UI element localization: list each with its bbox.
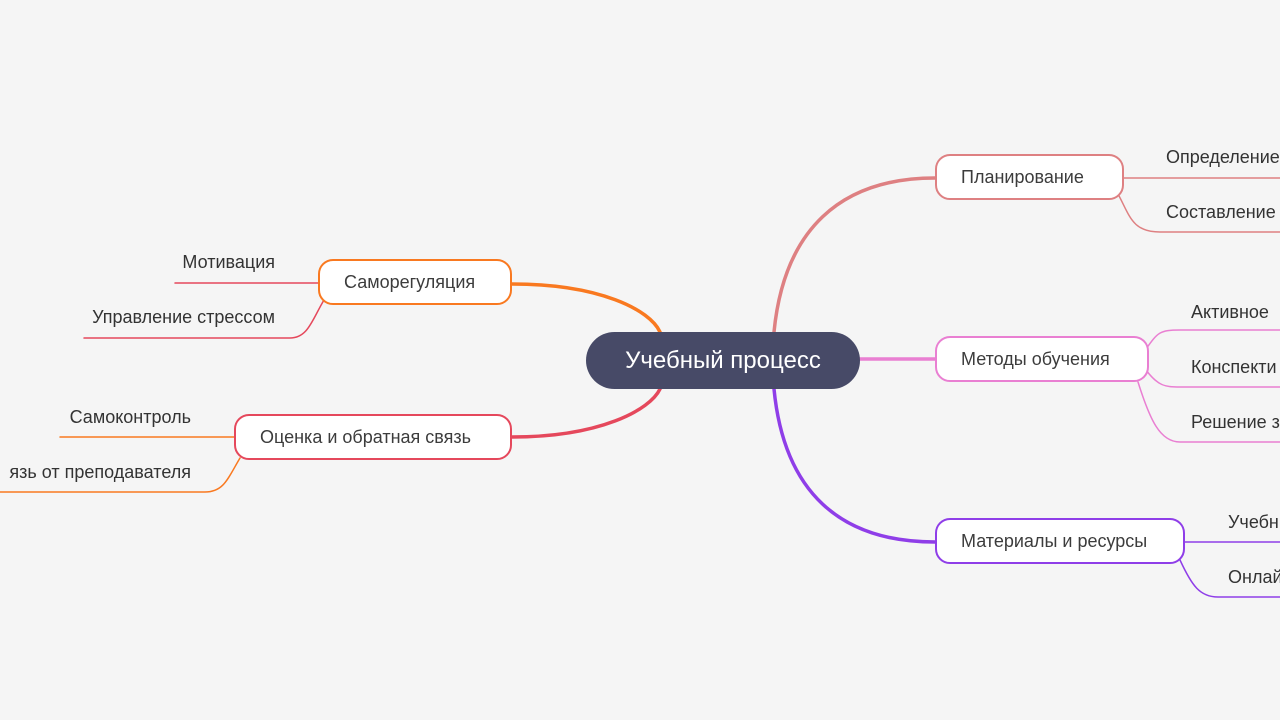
leaf-materials-textbooks[interactable]: Учебн [1228, 512, 1279, 532]
leaf-planning-defining[interactable]: Определение [1166, 147, 1280, 167]
branch-planning[interactable]: Планирование [935, 154, 1124, 200]
branch-teaching-methods[interactable]: Методы обучения [935, 336, 1149, 382]
leaf-line-methods-0 [1145, 329, 1280, 350]
leaf-line-planning-1 [1117, 193, 1280, 233]
leaf-evaluation-self-control[interactable]: Самоконтроль [69, 407, 191, 427]
connector-evaluation [510, 387, 662, 439]
central-topic[interactable]: Учебный процесс [586, 332, 860, 389]
leaf-line-materials-1 [1179, 559, 1280, 598]
connector-materials [772, 387, 937, 544]
leaf-selfreg-motivation[interactable]: Мотивация [182, 252, 275, 272]
leaf-line-selfreg-1 [83, 299, 325, 339]
connector-selfreg [510, 282, 662, 334]
leaf-methods-problem-solving[interactable]: Решение з [1191, 412, 1280, 432]
branch-evaluation-feedback[interactable]: Оценка и обратная связь [234, 414, 512, 460]
connector-planning [772, 176, 937, 334]
leaf-line-methods-1 [1145, 369, 1280, 388]
leaf-methods-notes[interactable]: Конспекти [1191, 357, 1277, 377]
branch-self-regulation[interactable]: Саморегуляция [318, 259, 512, 305]
leaf-line-methods-2 [1137, 381, 1280, 443]
leaf-line-evaluation-1 [0, 457, 241, 493]
branch-materials-resources[interactable]: Материалы и ресурсы [935, 518, 1185, 564]
leaf-materials-online[interactable]: Онлай [1228, 567, 1280, 587]
leaf-planning-compiling[interactable]: Составление [1166, 202, 1276, 222]
leaf-evaluation-teacher-feedback[interactable]: язь от преподавателя [9, 462, 191, 482]
leaf-selfreg-stress-management[interactable]: Управление стрессом [92, 307, 275, 327]
leaf-methods-active[interactable]: Активное [1191, 302, 1269, 322]
